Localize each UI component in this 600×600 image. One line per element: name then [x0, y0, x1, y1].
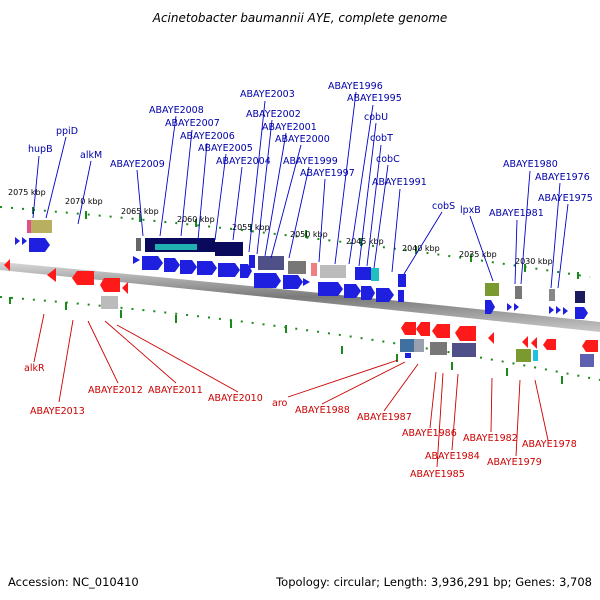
- gene-block: [400, 339, 414, 352]
- gene-label: alkM: [80, 150, 102, 161]
- gene-label: ABAYE2008: [149, 105, 204, 116]
- gene-block: [533, 350, 538, 361]
- gene-label: lpxB: [460, 205, 481, 216]
- gene-block: [215, 242, 243, 256]
- gene-label: ABAYE2012: [88, 385, 143, 396]
- tick-label: 2035 kbp: [459, 250, 497, 259]
- genome-backbone: [0, 262, 600, 332]
- gene-block: [485, 283, 499, 296]
- gene-label: ABAYE1995: [347, 93, 402, 104]
- gene-label: ABAYE1980: [503, 159, 558, 170]
- forward-gene-labels: hupB ppiD alkM ABAYE2009 ABAYE2008 ABAYE…: [28, 81, 593, 219]
- gene-label: ABAYE2002: [246, 109, 301, 120]
- gene-label: ABAYE1991: [372, 177, 427, 188]
- gene-label: hupB: [28, 144, 53, 155]
- tick-label: 2060 kbp: [177, 215, 215, 224]
- gene-block: [414, 339, 424, 352]
- gene-label: ABAYE2001: [262, 122, 317, 133]
- gene-label: ABAYE2010: [208, 393, 263, 404]
- gene-label: ABAYE2004: [216, 156, 271, 167]
- gene-block: [101, 296, 118, 309]
- gene-block: [580, 354, 594, 367]
- gene-label: ABAYE1982: [463, 433, 518, 444]
- gene-label: ABAYE2007: [165, 118, 220, 129]
- gene-label: ABAYE1975: [538, 193, 593, 204]
- gene-block: [288, 261, 306, 274]
- gene-block: [136, 238, 141, 251]
- forward-leader-lines: [32, 91, 569, 289]
- gene-label: ABAYE2006: [180, 131, 235, 142]
- gene-block: [516, 349, 531, 362]
- gene-label: cobS: [432, 201, 455, 212]
- forward-arrows: [15, 237, 588, 319]
- gene-label: ppiD: [56, 126, 78, 137]
- gene-label: ABAYE1981: [489, 208, 544, 219]
- gene-block: [549, 289, 555, 301]
- gene-block: [155, 244, 197, 250]
- gene-block: [371, 268, 379, 281]
- gene-block: [430, 342, 447, 355]
- gene-label: ABAYE1985: [410, 469, 465, 480]
- gene-label: alkR: [24, 363, 45, 374]
- reverse-arrows: [4, 259, 598, 352]
- gene-label: ABAYE2003: [240, 89, 295, 100]
- inner-tick-row: [0, 296, 600, 381]
- tick-label: 2030 kbp: [515, 257, 553, 266]
- tick-label: 2050 kbp: [290, 230, 328, 239]
- gene-label: ABAYE1999: [283, 156, 338, 167]
- tick-label: 2055 kbp: [232, 223, 270, 232]
- tick-label: 2075 kbp: [8, 188, 46, 197]
- inner-major-ticks: [9, 297, 563, 384]
- tick-labels: 2075 kbp 2070 kbp 2065 kbp 2060 kbp 2055…: [8, 188, 553, 266]
- gene-label: ABAYE2011: [148, 385, 203, 396]
- gene-block: [398, 274, 406, 287]
- gene-label: ABAYE1979: [487, 457, 542, 468]
- gene-block: [452, 343, 476, 357]
- gene-label: ABAYE1984: [425, 451, 480, 462]
- outer-tick-row: [0, 206, 591, 278]
- gene-block: [258, 256, 284, 270]
- genome-summary-text: Topology: circular; Length: 3,936,291 bp…: [275, 575, 592, 589]
- gene-label: ABAYE2009: [110, 159, 165, 170]
- gene-label: ABAYE2000: [275, 134, 330, 145]
- gene-label: cobC: [376, 154, 400, 165]
- gene-block: [249, 255, 255, 268]
- tick-label: 2045 kbp: [346, 237, 384, 246]
- gene-block: [515, 286, 522, 299]
- accession-text: Accession: NC_010410: [8, 575, 139, 589]
- gene-label: aro: [272, 398, 288, 409]
- gene-label: ABAYE1988: [295, 405, 350, 416]
- reverse-gene-labels: alkR ABAYE2013 ABAYE2012 ABAYE2011 ABAYE…: [24, 363, 577, 480]
- gene-label: ABAYE2013: [30, 406, 85, 417]
- gene-block: [320, 265, 346, 278]
- gene-label: ABAYE1976: [535, 172, 590, 183]
- gene-label: ABAYE1997: [300, 168, 355, 179]
- gene-block: [575, 291, 585, 303]
- gene-block: [355, 267, 371, 280]
- tick-label: 2040 kbp: [402, 244, 440, 253]
- tick-label: 2070 kbp: [65, 197, 103, 206]
- gene-label: ABAYE1987: [357, 412, 412, 423]
- gene-label: ABAYE2005: [198, 143, 253, 154]
- gene-label: cobT: [370, 133, 393, 144]
- map-title: Acinetobacter baumannii AYE, complete ge…: [152, 11, 448, 25]
- gene-block: [311, 263, 317, 276]
- gene-label: ABAYE1996: [328, 81, 383, 92]
- gene-block: [30, 220, 52, 233]
- gene-label: cobU: [364, 112, 388, 123]
- gene-block: [405, 353, 411, 358]
- gene-label: ABAYE1986: [402, 428, 457, 439]
- gene-block: [27, 220, 31, 233]
- reverse-leader-lines: [33, 313, 549, 468]
- reverse-gene-track: [101, 296, 594, 367]
- forward-gene-track: [27, 220, 585, 303]
- tick-label: 2065 kbp: [121, 207, 159, 216]
- gene-label: ABAYE1978: [522, 439, 577, 450]
